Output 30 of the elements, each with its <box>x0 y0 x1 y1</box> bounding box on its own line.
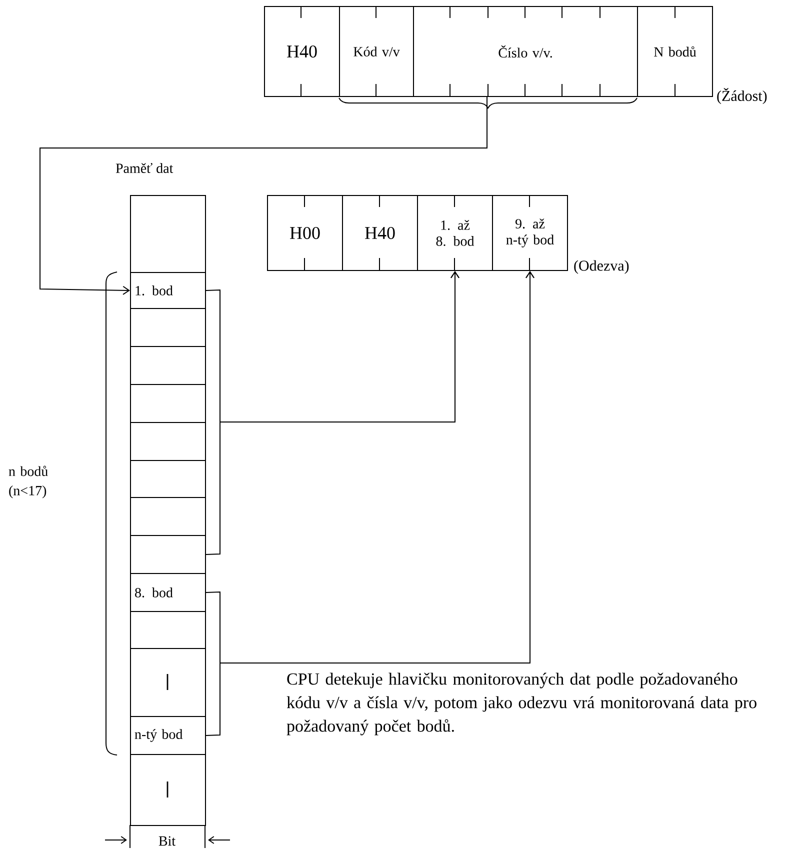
memory-cell <box>130 497 206 536</box>
memory-cell: n-tý bod <box>130 716 206 755</box>
register-cell: H40 <box>264 6 340 97</box>
arrow <box>40 96 488 295</box>
arrow <box>206 271 534 736</box>
register-cell: H00 <box>267 194 343 271</box>
memory-cell <box>130 422 206 461</box>
memory-cell <box>130 308 206 347</box>
memory-cell <box>130 648 206 717</box>
label: (Žádost) <box>717 88 767 104</box>
register-cell: Číslo v/v. <box>413 6 638 97</box>
memory-cell <box>130 754 206 826</box>
register-cell: 1. až 8. bod <box>417 194 493 271</box>
memory-cell <box>130 611 206 649</box>
memory-cell <box>130 535 206 574</box>
memory-cell <box>130 460 206 498</box>
register-cell: Kód v/v <box>339 6 414 97</box>
label: (Odezva) <box>574 260 629 274</box>
register-cell: 9. až n-tý bod <box>492 194 568 271</box>
register-cell: H40 <box>342 194 418 271</box>
memory-cell <box>130 195 206 273</box>
label: Paměť dat <box>116 163 174 174</box>
memory-cell: 8. bod <box>130 573 206 612</box>
memory-cell <box>130 346 206 385</box>
register-cell: N bodů <box>637 6 713 97</box>
memory-cell: 1. bod <box>130 272 206 309</box>
label: n bodů (n<17) <box>8 466 48 498</box>
description-text: CPU detekuje hlavičku monitorovaných dat podle požadovaného kódu v/v a čísla v/v, potom jako odezvu vrá monitorovaná data pro požadovaný počet bodů. <box>286 672 756 736</box>
arrow <box>206 271 460 555</box>
memory-cell <box>130 384 206 423</box>
